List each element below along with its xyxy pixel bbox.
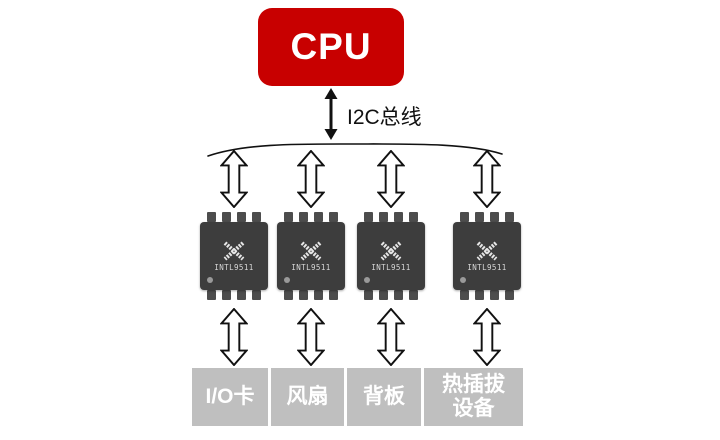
chip-pins-bottom xyxy=(200,290,268,300)
chip2-device-double-arrow-icon xyxy=(297,308,325,366)
chip4-device-double-arrow-icon xyxy=(473,308,501,366)
chip-pin xyxy=(505,290,514,300)
device-label: 背板 xyxy=(363,385,405,408)
chip-pins-top xyxy=(277,212,345,222)
chip-intl9511-3: INTL9511 xyxy=(357,212,425,300)
bus-chip3-double-arrow-icon xyxy=(377,150,405,208)
chip-pins-top xyxy=(357,212,425,222)
chip-pin xyxy=(379,290,388,300)
chip-pin xyxy=(284,212,293,222)
device-hotswap: 热插拔 设备 xyxy=(424,368,523,426)
chip-part-number: INTL9511 xyxy=(291,262,331,272)
chip-pin xyxy=(207,290,216,300)
chip-body: INTL9511 xyxy=(453,222,521,290)
chip-pin xyxy=(237,212,246,222)
chip3-device-double-arrow-icon xyxy=(377,308,405,366)
cpu-block: CPU xyxy=(258,8,404,86)
pin1-dot xyxy=(284,277,290,283)
bus-chip4-double-arrow-icon xyxy=(473,150,501,208)
chip-pin xyxy=(475,290,484,300)
chip-pin xyxy=(329,290,338,300)
chip-pin xyxy=(379,212,388,222)
chip-part-number: INTL9511 xyxy=(371,262,411,272)
chip-pins-top xyxy=(453,212,521,222)
chip-pin xyxy=(252,212,261,222)
chip-logo-icon xyxy=(476,241,498,261)
chip-pin xyxy=(314,212,323,222)
pin1-dot xyxy=(207,277,213,283)
chip-pins-bottom xyxy=(357,290,425,300)
device-label: 热插拔 设备 xyxy=(442,373,505,420)
chip-intl9511-2: INTL9511 xyxy=(277,212,345,300)
chip-pin xyxy=(314,290,323,300)
chip-pins-bottom xyxy=(277,290,345,300)
chip-pin xyxy=(460,212,469,222)
chip-pin xyxy=(364,290,373,300)
chip-pin xyxy=(409,290,418,300)
chip-part-number: INTL9511 xyxy=(214,262,254,272)
pin1-dot xyxy=(460,277,466,283)
device-backplane: 背板 xyxy=(347,368,421,426)
device-fan: 风扇 xyxy=(271,368,344,426)
chip-logo-icon xyxy=(380,241,402,261)
bus-chip2-double-arrow-icon xyxy=(297,150,325,208)
chip-pin xyxy=(299,290,308,300)
chip-pin xyxy=(222,290,231,300)
chip1-device-double-arrow-icon xyxy=(220,308,248,366)
chip-pin xyxy=(460,290,469,300)
chip-pin xyxy=(207,212,216,222)
chip-logo-icon xyxy=(300,241,322,261)
chip-body: INTL9511 xyxy=(357,222,425,290)
chip-pin xyxy=(222,212,231,222)
chip-pin xyxy=(490,290,499,300)
bus-label: I2C总线 xyxy=(347,106,422,129)
chip-pin xyxy=(394,212,403,222)
chip-part-number: INTL9511 xyxy=(467,262,507,272)
chip-pin xyxy=(475,212,484,222)
chip-logo-icon xyxy=(223,241,245,261)
chip-intl9511-4: INTL9511 xyxy=(453,212,521,300)
device-label: I/O卡 xyxy=(205,385,255,408)
chip-pin xyxy=(284,290,293,300)
device-label: 风扇 xyxy=(286,385,329,408)
chip-pin xyxy=(505,212,514,222)
chip-pins-top xyxy=(200,212,268,222)
chip-pin xyxy=(329,212,338,222)
bus-line xyxy=(207,143,503,157)
chip-body: INTL9511 xyxy=(200,222,268,290)
chip-pin xyxy=(394,290,403,300)
chip-pin xyxy=(237,290,246,300)
chip-pin xyxy=(490,212,499,222)
chip-pin xyxy=(409,212,418,222)
device-io-card: I/O卡 xyxy=(192,368,268,426)
chip-intl9511-1: INTL9511 xyxy=(200,212,268,300)
chip-pin xyxy=(299,212,308,222)
chip-pins-bottom xyxy=(453,290,521,300)
bus-chip1-double-arrow-icon xyxy=(220,150,248,208)
cpu-bus-double-arrow-icon xyxy=(324,88,338,140)
pin1-dot xyxy=(364,277,370,283)
chip-pin xyxy=(252,290,261,300)
cpu-label: CPU xyxy=(290,26,372,67)
chip-body: INTL9511 xyxy=(277,222,345,290)
chip-pin xyxy=(364,212,373,222)
